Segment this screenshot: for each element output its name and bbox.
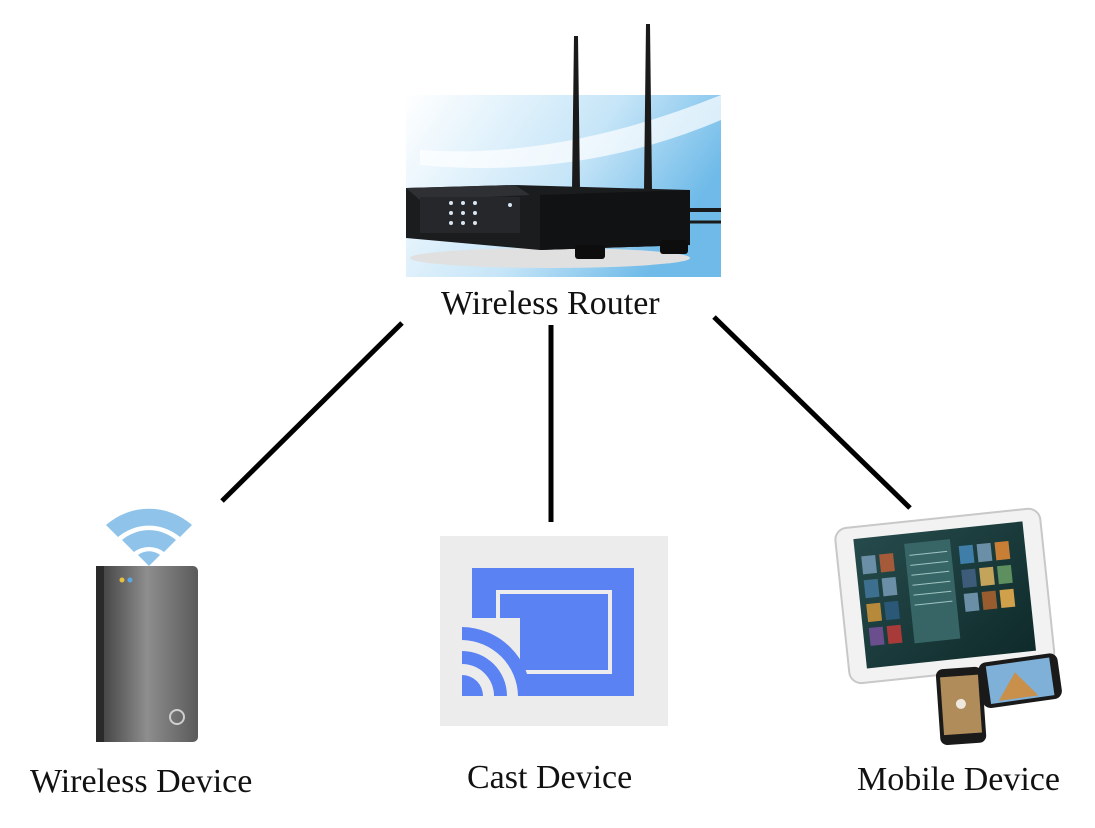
external-hard-drive-icon: [96, 508, 198, 742]
wireless-router-icon: [406, 24, 721, 277]
tablet-and-phone-icon: [834, 507, 1062, 745]
edge-router-mobile-device: [712, 315, 912, 510]
edge-router-wireless-device: [220, 321, 404, 503]
mobile-device-label: Mobile Device: [857, 761, 1060, 798]
cast-device-label: Cast Device: [467, 759, 633, 796]
edges: [220, 315, 912, 522]
wireless-device-label: Wireless Device: [30, 763, 253, 800]
router-label: Wireless Router: [441, 285, 660, 322]
cast-icon: [440, 536, 668, 726]
